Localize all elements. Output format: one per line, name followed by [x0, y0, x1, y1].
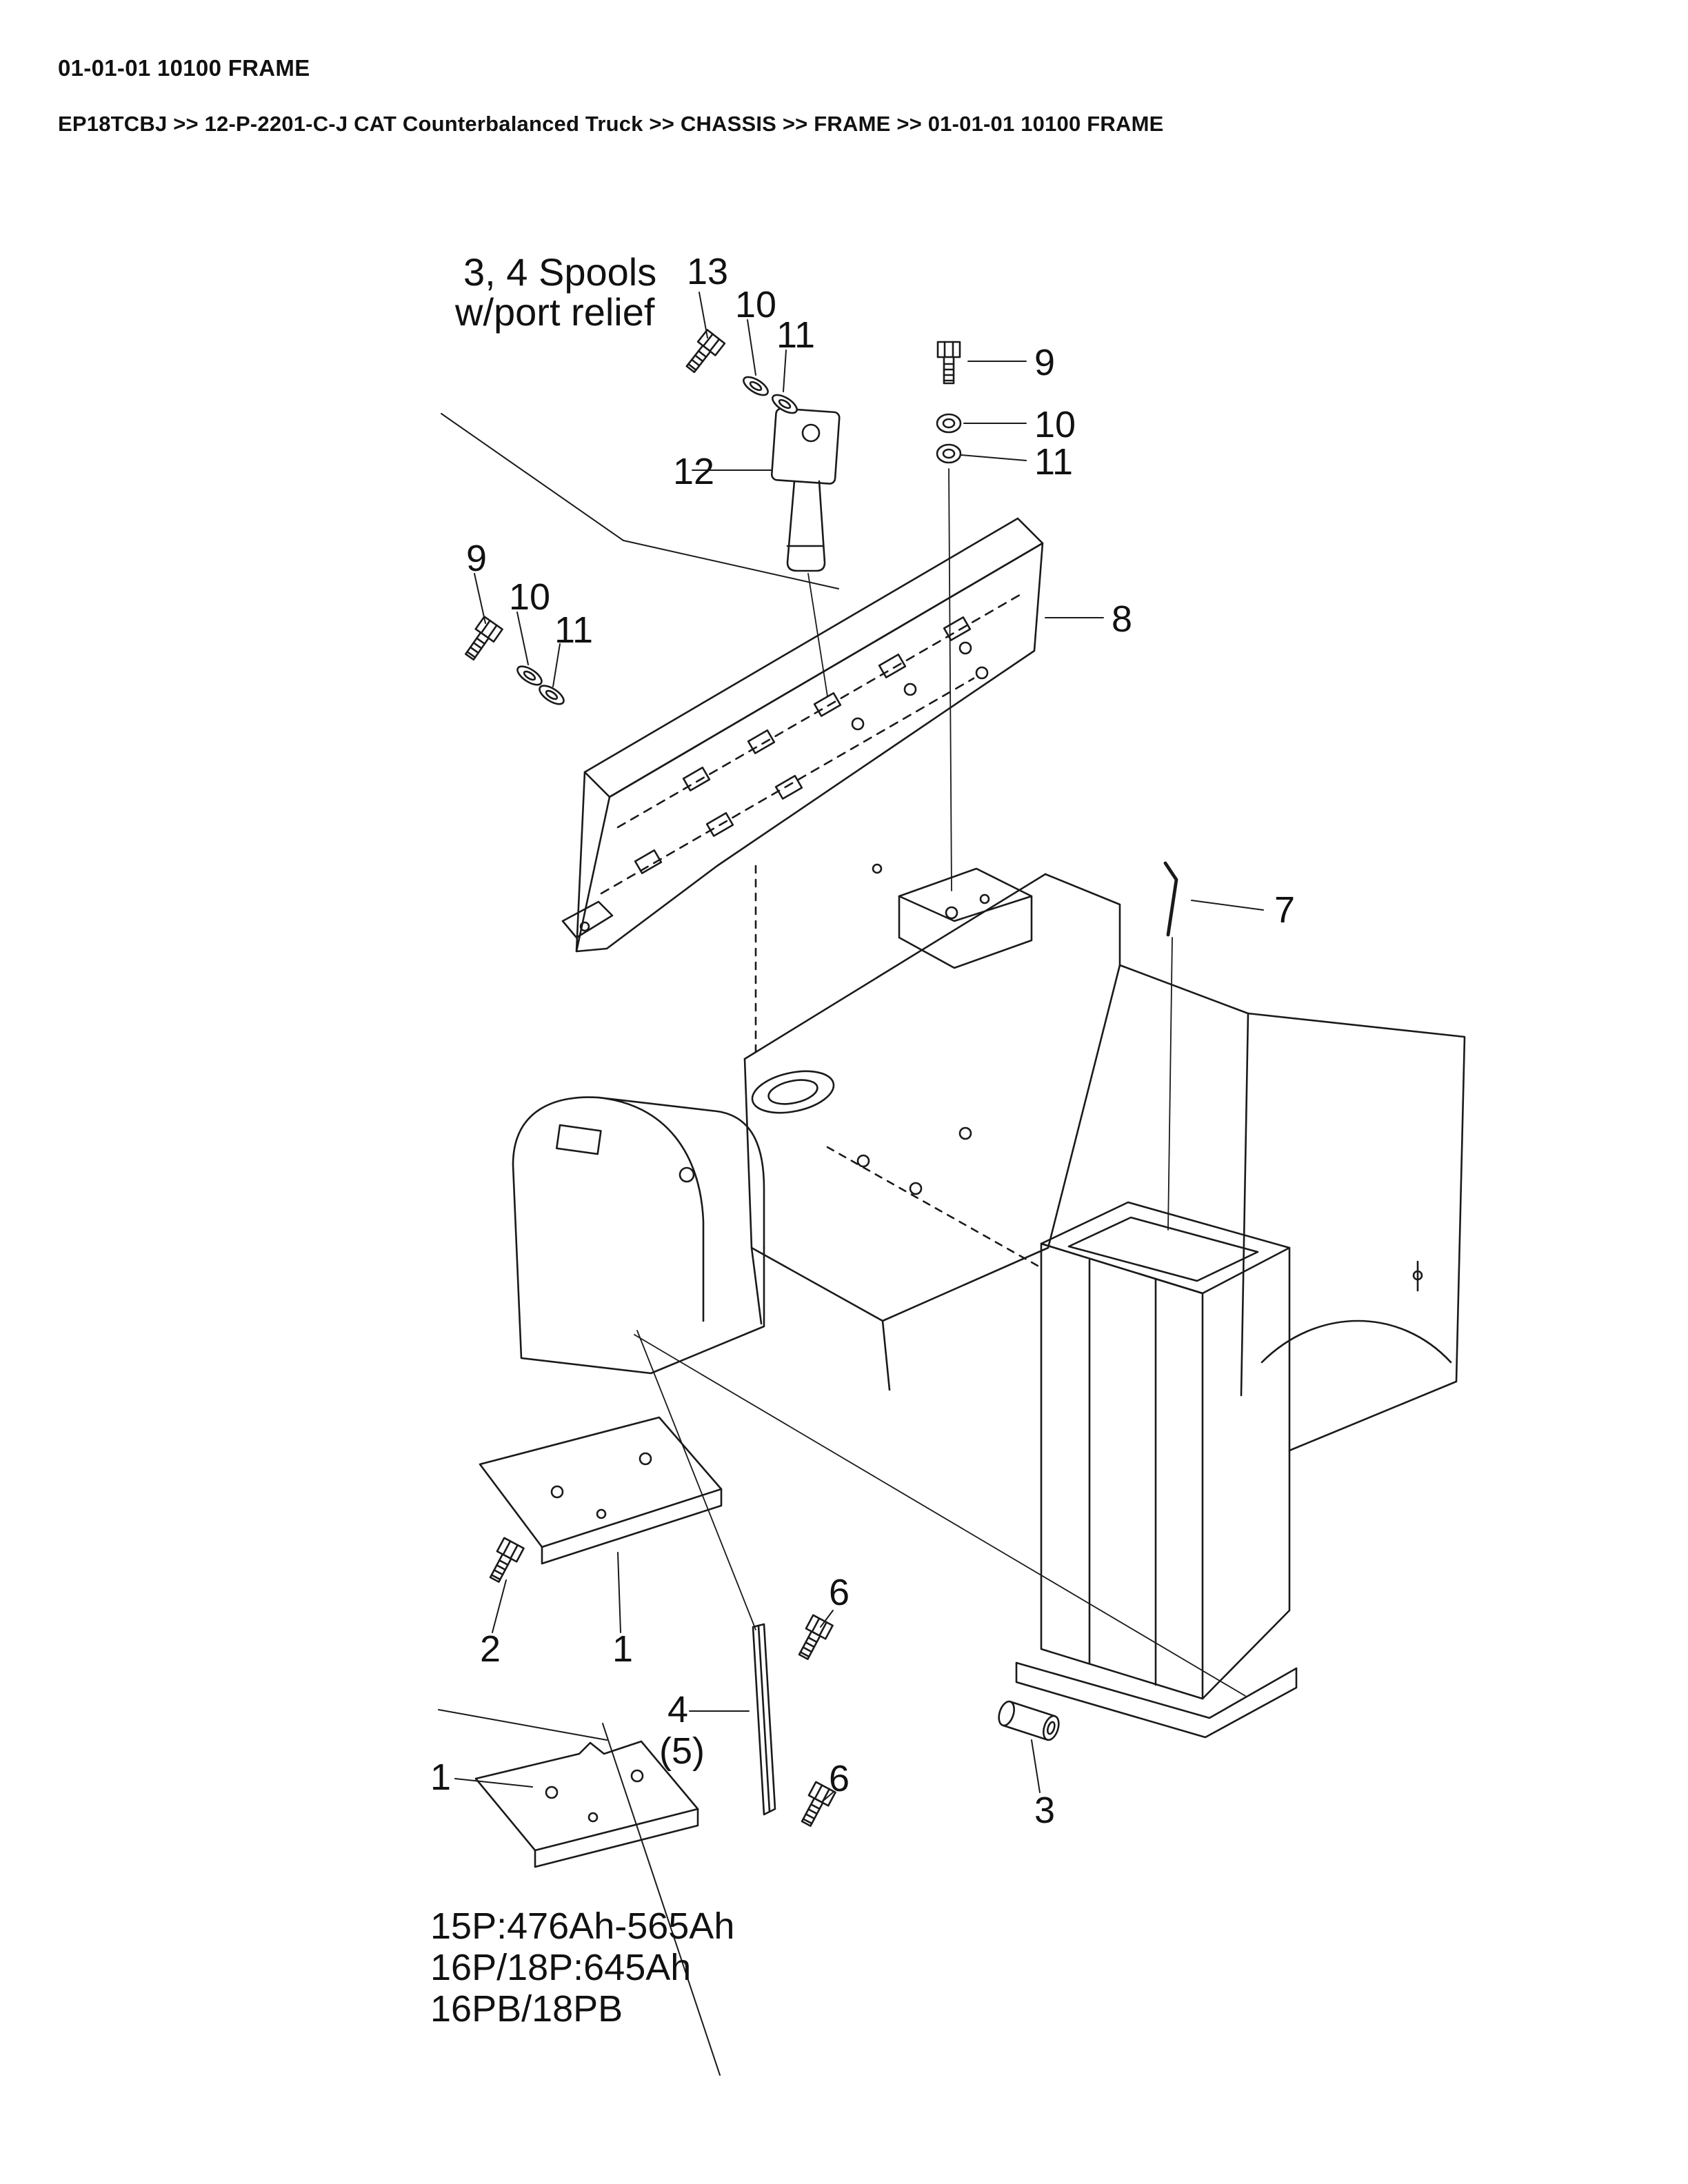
bolt-part-6-upper	[792, 1614, 834, 1664]
battery-note-line3: 16PB/18PB	[430, 1988, 623, 2030]
chassis-frame	[634, 468, 1466, 1697]
leader-lines	[438, 292, 1264, 2076]
battery-compartment	[1015, 1201, 1298, 1739]
left-fender	[512, 1096, 765, 1375]
callout-12: 12	[673, 451, 714, 492]
washer-part-11-left	[536, 681, 567, 709]
page-title: 01-01-01 10100 FRAME	[58, 55, 310, 81]
callout-11-top: 11	[776, 314, 815, 356]
callout-5-qty: (5)	[659, 1730, 705, 1772]
spacer-part-3	[998, 1700, 1060, 1741]
callout-9-right: 9	[1034, 342, 1055, 383]
bracket-part-12	[770, 407, 841, 697]
callout-2: 2	[480, 1628, 501, 1670]
washer-part-10-top	[739, 372, 772, 400]
callout-6-upper: 6	[829, 1572, 850, 1613]
callout-3: 3	[1034, 1790, 1055, 1831]
bolt-part-13	[681, 329, 726, 377]
callout-6-lower: 6	[829, 1758, 850, 1799]
callout-11-right: 11	[1034, 441, 1073, 483]
diagram-annotations: 3, 4 Spools w/port relief 15P:476Ah-565A…	[430, 250, 734, 2030]
spools-note-line2: w/port relief	[454, 290, 655, 334]
rod-part-7	[1163, 861, 1178, 937]
strip-part-4	[752, 1623, 776, 1816]
callout-4: 4	[667, 1689, 688, 1730]
plate-part-1-upper	[479, 1416, 723, 1565]
plate-part-1-lower	[474, 1740, 699, 1868]
callout-11-left: 11	[554, 609, 593, 651]
callout-10-left: 10	[509, 576, 550, 618]
callout-10-top: 10	[735, 284, 776, 325]
callout-13: 13	[687, 251, 728, 292]
spools-note-line1: 3, 4 Spools	[463, 250, 656, 294]
washer-part-11-right	[936, 443, 962, 464]
callout-7: 7	[1274, 889, 1295, 931]
callout-labels: 13 10 11 9 10 11 12 9 10 11 8 7 2 1 4 (5…	[430, 251, 1295, 1831]
callout-10-right: 10	[1034, 404, 1076, 445]
battery-note-line2: 16P/18P:645Ah	[430, 1947, 691, 1988]
washer-part-11-top	[768, 390, 801, 418]
bolt-part-9-right	[936, 341, 961, 385]
washer-part-10-right	[936, 413, 962, 434]
callout-1-lower: 1	[430, 1757, 451, 1798]
battery-note-line1: 15P:476Ah-565Ah	[430, 1905, 734, 1947]
washer-part-10-left	[514, 662, 545, 689]
callout-1-upper: 1	[612, 1628, 633, 1670]
breadcrumb: EP18TCBJ >> 12-P-2201-C-J CAT Counterbal…	[58, 112, 1164, 136]
callout-8: 8	[1112, 598, 1132, 640]
panel-part-8	[561, 517, 1044, 953]
bolt-part-2	[483, 1537, 525, 1586]
bolt-part-9-left	[459, 616, 503, 665]
callout-9-left: 9	[466, 538, 487, 579]
